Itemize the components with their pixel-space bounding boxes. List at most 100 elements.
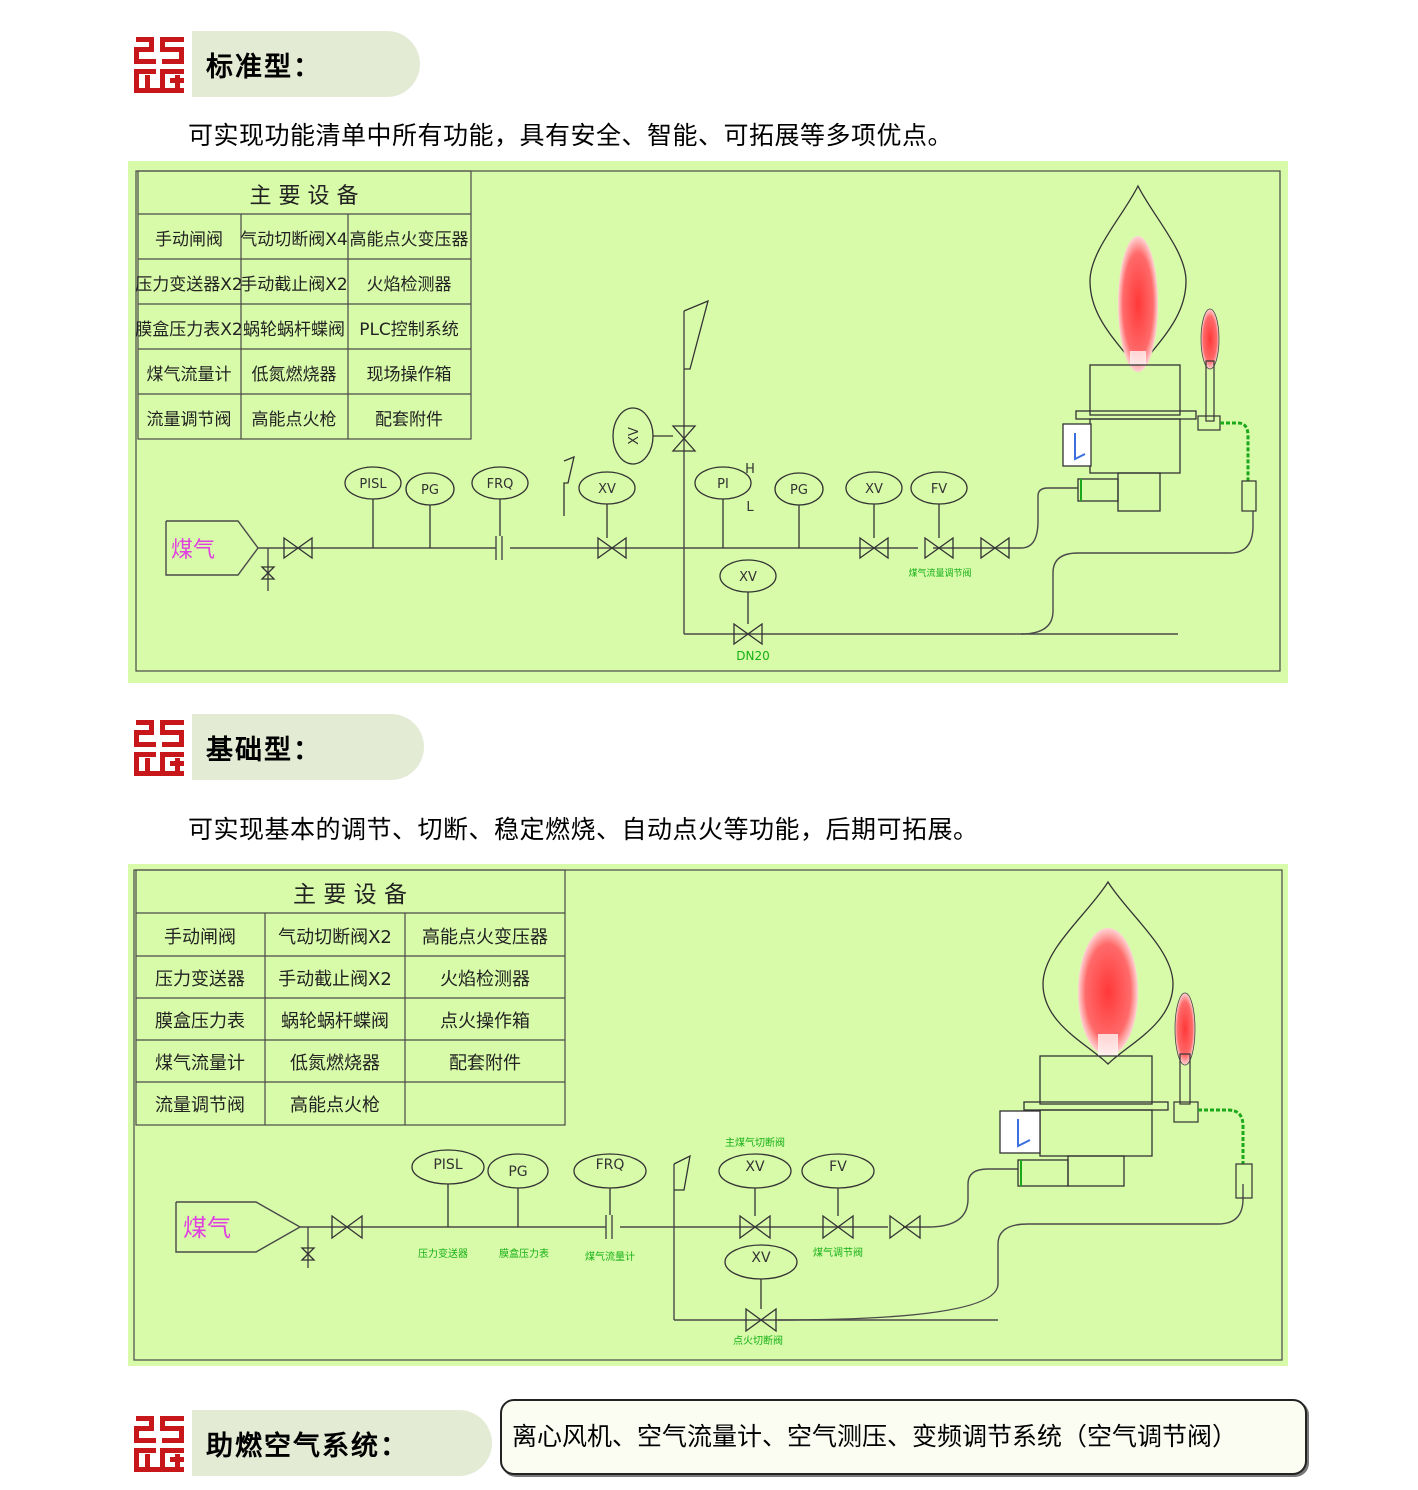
section-title: 基础型：	[206, 735, 322, 766]
instrument-tag: XV	[739, 570, 757, 585]
shutoff-valve-icon	[859, 536, 889, 560]
section-description: 可实现基本的调节、切断、稳定燃烧、自动点火等功能，后期可拓展。	[188, 815, 979, 844]
section-title-pill: 基础型：	[192, 714, 424, 780]
table-cell: 火焰检测器	[367, 275, 452, 295]
section-title-pill: 标准型：	[192, 31, 420, 97]
section-description: 可实现功能清单中所有功能，具有安全、智能、可拓展等多项优点。	[188, 121, 954, 150]
instrument-tag: PG	[508, 1164, 527, 1180]
table-cell: 火焰检测器	[440, 969, 530, 990]
brand-logo-icon	[134, 720, 184, 776]
air-system-callout: 离心风机、空气流量计、空气测压、变频调节系统（空气调节阀）	[500, 1399, 1307, 1475]
pilot-flame-icon	[1200, 308, 1220, 370]
table-cell: 低氮燃烧器	[252, 365, 337, 385]
table-cell: 高能点火枪	[252, 410, 337, 430]
main-flame-icon	[1118, 236, 1158, 372]
diagram-panel-basic: 主 要 设 备 手动闸阀 气动切断阀X2 高能点火变压器 压力变送器 手动截止阀…	[128, 864, 1288, 1366]
table-cell: 现场操作箱	[367, 365, 452, 385]
valve-note: 煤气流量计	[585, 1250, 635, 1263]
shutoff-valve-icon	[739, 1214, 771, 1240]
valve-note: 膜盒压力表	[499, 1247, 549, 1260]
check-valve-icon	[980, 536, 1010, 560]
burner-assembly	[1062, 184, 1197, 512]
control-valve-icon	[822, 1214, 854, 1240]
instrument-tag: PISL	[359, 477, 387, 492]
gate-valve-icon	[283, 536, 313, 560]
instrument-tag: XV	[865, 482, 883, 497]
valve-note: DN20	[736, 649, 770, 663]
valve-note: 主煤气切断阀	[725, 1136, 785, 1149]
table-cell: PLC控制系统	[359, 320, 459, 340]
air-system-description: 离心风机、空气流量计、空气测压、变频调节系统（空气调节阀）	[512, 1422, 1238, 1451]
table-cell: 手动截止阀X2	[240, 275, 347, 295]
pilot-valve-icon	[733, 622, 763, 646]
table-cell: 配套附件	[375, 410, 443, 430]
drain-valve-icon	[260, 566, 276, 580]
table-cell: 蜗轮蜗杆蝶阀	[281, 1011, 389, 1032]
instrument-tag: PG	[790, 483, 808, 498]
outer-flame-icon	[1042, 880, 1174, 1065]
table-cell: 流量调节阀	[147, 410, 232, 430]
table-cell: 高能点火变压器	[350, 230, 469, 250]
table-cell: 点火操作箱	[440, 1011, 530, 1032]
instrument-tag: XV	[745, 1159, 765, 1175]
table-header: 主 要 设 备	[293, 882, 407, 908]
valve-note: 煤气调节阀	[813, 1246, 863, 1259]
table-cell: 配套附件	[449, 1053, 521, 1074]
gas-inlet-label: 煤气	[183, 1214, 231, 1242]
equipment-table	[135, 869, 566, 1126]
section-title-pill: 助燃空气系统：	[192, 1410, 492, 1476]
vent-valve-icon	[671, 425, 697, 452]
igniter-assembly	[1197, 308, 1257, 512]
instrument-tag: FRQ	[487, 477, 514, 492]
table-cell: 煤气流量计	[155, 1053, 245, 1074]
igniter-assembly	[1173, 992, 1253, 1199]
main-flame-icon	[1078, 928, 1138, 1056]
table-cell: 高能点火变压器	[422, 927, 548, 948]
table-cell: 煤气流量计	[147, 365, 232, 385]
section-title: 助燃空气系统：	[206, 1431, 409, 1462]
instrument-tag: FV	[829, 1159, 847, 1175]
instrument-tag: PG	[421, 483, 439, 498]
instrument-tag: PISL	[433, 1157, 462, 1173]
observation-window-icon	[999, 1110, 1041, 1154]
process-diagram-basic: 主 要 设 备 手动闸阀 气动切断阀X2 高能点火变压器 压力变送器 手动截止阀…	[133, 869, 1283, 1361]
vent-flag-icon	[673, 1154, 691, 1191]
vent-stack-icon	[683, 299, 709, 370]
pilot-flame-icon	[1174, 992, 1196, 1066]
table-cell: 膜盒压力表	[155, 1011, 245, 1032]
process-diagram-standard: 主 要 设 备 手动闸阀 气动切断阀X4 高能点火变压器 压力变送器X2 手动截…	[135, 170, 1281, 672]
table-cell: 压力变送器	[155, 969, 245, 990]
instrument-tag: FV	[931, 482, 947, 497]
burner-assembly	[999, 880, 1174, 1187]
vent-flag-icon	[563, 455, 575, 516]
valve-note: 压力变送器	[418, 1247, 468, 1260]
table-cell: 膜盒压力表X2	[135, 320, 242, 340]
table-cell: 手动闸阀	[155, 230, 223, 250]
table-cell: 气动切断阀X4	[240, 230, 347, 250]
table-cell: 低氮燃烧器	[290, 1053, 380, 1074]
equipment-table	[137, 170, 472, 440]
table-cell: 压力变送器X2	[135, 275, 242, 295]
table-cell: 高能点火枪	[290, 1095, 380, 1116]
gate-valve-icon	[331, 1214, 363, 1240]
pi-high-mark: H	[745, 462, 755, 477]
section-title: 标准型：	[206, 52, 322, 83]
table-cell: 气动切断阀X2	[278, 927, 392, 948]
check-valve-icon	[889, 1214, 921, 1240]
instrument-tag: PI	[717, 477, 729, 492]
control-valve-icon	[924, 536, 954, 560]
brand-logo-icon	[134, 1416, 184, 1472]
valve-note: 煤气流量调节阀	[908, 567, 971, 579]
valve-note: 点火切断阀	[733, 1334, 783, 1347]
table-cell: 蜗轮蜗杆蝶阀	[243, 320, 345, 340]
pi-low-mark: L	[746, 500, 754, 515]
drain-valve-icon	[300, 1247, 316, 1261]
table-header: 主 要 设 备	[250, 184, 359, 209]
shutoff-valve-icon	[597, 536, 627, 560]
observation-window-icon	[1062, 423, 1092, 467]
gas-inlet-label: 煤气	[171, 538, 215, 563]
brand-logo-icon	[134, 37, 184, 93]
diagram-panel-standard: 主 要 设 备 手动闸阀 气动切断阀X4 高能点火变压器 压力变送器X2 手动截…	[128, 161, 1288, 683]
table-cell: 手动截止阀X2	[278, 969, 392, 990]
pilot-valve-icon	[745, 1307, 777, 1333]
